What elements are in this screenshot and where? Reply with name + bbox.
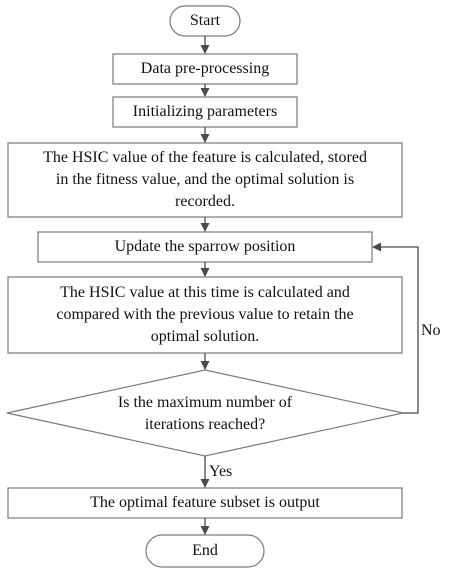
hsic-compare-line-2: compared with the previous value to reta… — [56, 306, 354, 323]
optimal-feature-subset-box — [7, 487, 403, 519]
end-terminal — [145, 534, 265, 568]
hsic-fitness-line-3: recorded. — [175, 193, 235, 210]
optimal-feature-subset-label: The optimal feature subset is output — [90, 494, 320, 511]
data-preprocessing-label: Data pre-processing — [140, 60, 270, 77]
start-label: Start — [189, 12, 221, 29]
end-label: End — [192, 542, 218, 559]
initializing-parameters-box — [112, 96, 298, 128]
hsic-fitness-label: The HSIC value of the feature is calcula… — [8, 147, 402, 213]
hsic-fitness-line-1: The HSIC value of the feature is calcula… — [43, 149, 367, 166]
initializing-parameters-label: Initializing parameters — [132, 103, 278, 120]
hsic-compare-label: The HSIC value at this time is calculate… — [8, 282, 402, 348]
arrow-decision-no-loop — [372, 242, 419, 414]
max-iterations-label: Is the maximum number of iterations reac… — [80, 392, 330, 436]
hsic-compare-line-1: The HSIC value at this time is calculate… — [60, 284, 350, 301]
hsic-fitness-line-2: in the fitness value, and the optimal so… — [55, 171, 355, 188]
yes-label: Yes — [209, 463, 233, 480]
update-sparrow-position-label: Update the sparrow position — [114, 238, 296, 255]
data-preprocessing-box — [112, 53, 298, 85]
max-iterations-line-2: iterations reached? — [144, 416, 266, 433]
max-iterations-line-1: Is the maximum number of — [117, 394, 293, 411]
hsic-compare-line-3: optimal solution. — [150, 328, 260, 345]
no-label: No — [421, 322, 441, 339]
hsic-fitness-box — [7, 142, 403, 218]
